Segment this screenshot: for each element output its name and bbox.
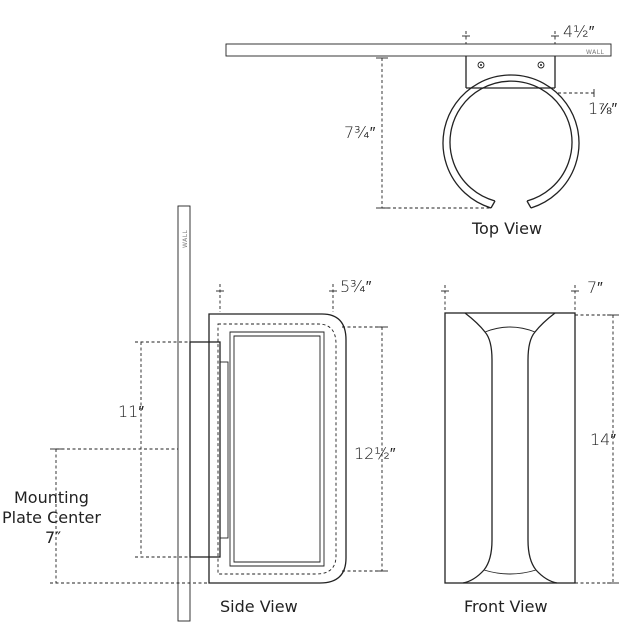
front-dim-height: 14″ <box>590 430 616 449</box>
front-shade-outline <box>444 312 576 584</box>
front-view-title: Front View <box>464 597 548 616</box>
side-view: WALL 5¾″ 11″ 12½″ Mounting Plate C <box>2 205 396 622</box>
top-screw-right <box>537 61 545 69</box>
side-shade-inner <box>217 323 337 575</box>
side-mounting-plate <box>189 341 221 558</box>
top-view: WALL 4½″ 1⅞″ 7¾″ Top View <box>225 22 618 238</box>
front-shade-curve <box>462 312 493 584</box>
side-dim-shade-height: 12½″ <box>354 444 396 463</box>
side-mounting-label-1: Mounting <box>14 488 89 507</box>
top-dim-depth: 4½″ <box>563 22 595 41</box>
side-dim-top-depth: 5¾″ <box>340 277 372 296</box>
top-shade-outer <box>442 74 580 209</box>
side-mounting-value: 7″ <box>45 528 61 547</box>
front-dim-width: 7″ <box>587 278 603 297</box>
top-screw-left <box>477 61 485 69</box>
top-dim-gap: 1⅞″ <box>588 99 618 118</box>
top-wall-label: WALL <box>586 49 605 56</box>
side-wall <box>177 205 191 622</box>
side-dim-plate-height: 11″ <box>118 402 144 421</box>
top-wall <box>225 43 612 57</box>
side-mounting-label-2: Plate Center <box>2 508 101 527</box>
side-view-title: Side View <box>220 597 298 616</box>
top-view-title: Top View <box>471 219 542 238</box>
side-wall-label: WALL <box>182 229 189 248</box>
top-shade-inner <box>449 80 573 202</box>
front-view: 7″ 14″ Front View <box>441 278 619 616</box>
top-dim-projection: 7¾″ <box>344 123 376 142</box>
side-shade-outer <box>208 313 347 584</box>
